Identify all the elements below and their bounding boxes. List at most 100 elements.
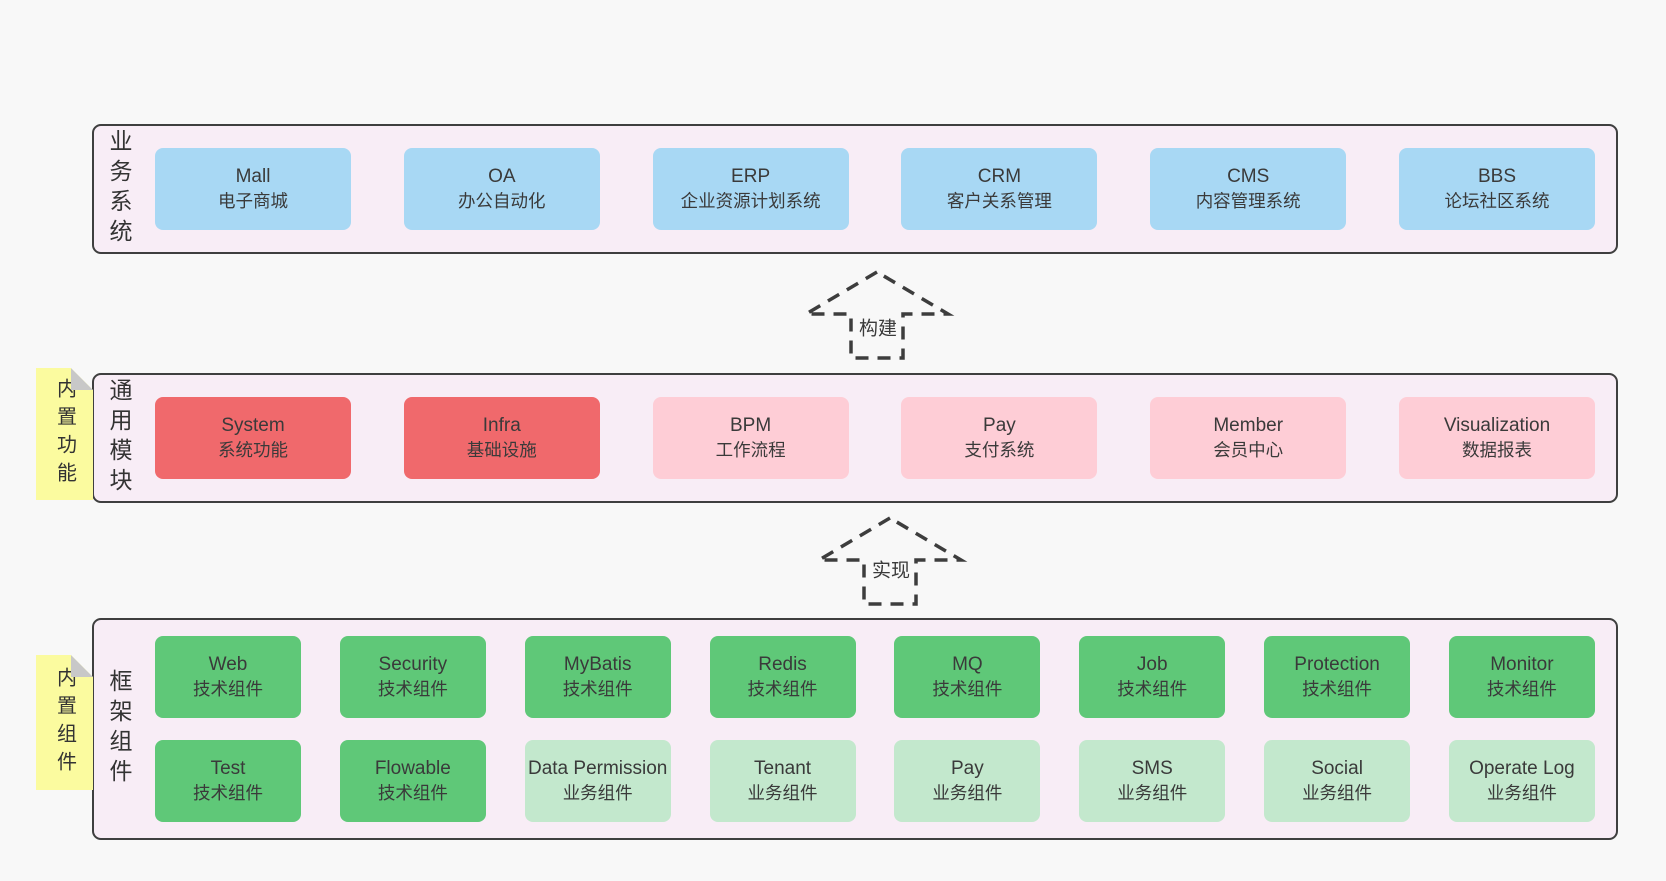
module-box-title: CMS — [1227, 166, 1270, 187]
module-box-system: System 系统功能 — [155, 397, 351, 479]
business-systems-boxes: Mall 电子商城 OA 办公自动化 ERP 企业资源计划系统 CRM 客户关系管理 CMS 内容… — [155, 126, 1595, 252]
layer-label-text: 框架组件 — [106, 669, 132, 789]
module-box-title: Redis — [758, 654, 807, 675]
module-box-job: Job 技术组件 — [1079, 636, 1226, 718]
module-box-subtitle: 技术组件 — [1486, 679, 1557, 699]
module-box-subtitle: 业务组件 — [1486, 783, 1557, 803]
module-box-subtitle: 业务组件 — [747, 783, 818, 803]
module-box-subtitle: 论坛社区系统 — [1444, 191, 1550, 211]
box-row: System 系统功能 Infra 基础设施 BPM 工作流程 Pay 支付系统 Member 会… — [155, 397, 1595, 479]
module-box-title: BBS — [1477, 166, 1516, 187]
module-box-infra: Infra 基础设施 — [403, 397, 600, 479]
module-box-subtitle: 办公自动化 — [458, 191, 546, 211]
module-box-title: Pay — [983, 415, 1016, 436]
module-box-subtitle: 企业资源计划系统 — [680, 191, 821, 211]
layer-common-modules: 通用模块 System 系统功能 Infra 基础设施 BPM 工作流程 Pay 支付系统 Me… — [92, 373, 1618, 503]
module-box-web: Web 技术组件 — [155, 636, 301, 718]
layer-business-systems-label: 业务系统 — [106, 126, 132, 252]
note-fold-corner-icon — [71, 368, 93, 390]
module-box-subtitle: 业务组件 — [1302, 783, 1373, 803]
module-box-mall: Mall 电子商城 — [155, 148, 351, 230]
module-box-mq: MQ 技术组件 — [894, 636, 1041, 718]
module-box-pay: Pay 业务组件 — [894, 740, 1041, 822]
layer-label-text: 业务系统 — [106, 129, 132, 249]
module-box-visualization: Visualization 数据报表 — [1398, 397, 1595, 479]
module-box-subtitle: 数据报表 — [1461, 440, 1532, 460]
module-box-title: Visualization — [1443, 415, 1551, 436]
module-box-subtitle: 技术组件 — [747, 679, 818, 699]
module-box-title: Operate Log — [1469, 758, 1575, 779]
module-box-subtitle: 客户关系管理 — [946, 191, 1052, 211]
module-box-subtitle: 技术组件 — [562, 679, 633, 699]
module-box-title: Security — [378, 654, 448, 675]
layer-common-modules-label: 通用模块 — [106, 375, 132, 501]
module-box-title: SMS — [1131, 758, 1173, 779]
module-box-title: Social — [1311, 758, 1363, 779]
module-box-subtitle: 会员中心 — [1213, 440, 1284, 460]
note-text: 内置组件 — [53, 666, 76, 779]
module-box-title: Tenant — [754, 758, 812, 779]
module-box-monitor: Monitor 技术组件 — [1448, 636, 1595, 718]
module-box-title: System — [221, 415, 285, 436]
module-box-tenant: Tenant 业务组件 — [709, 740, 856, 822]
module-box-title: Test — [210, 758, 246, 779]
module-box-subtitle: 技术组件 — [193, 679, 263, 699]
module-box-title: MQ — [952, 654, 983, 675]
module-box-subtitle: 技术组件 — [932, 679, 1003, 699]
module-box-test: Test 技术组件 — [155, 740, 301, 822]
module-box-title: Flowable — [374, 758, 451, 779]
sticky-note-builtin-components: 内置组件 — [36, 655, 93, 790]
note-text: 内置功能 — [53, 378, 76, 490]
module-box-title: CRM — [977, 166, 1022, 187]
module-box-title: MyBatis — [563, 654, 632, 675]
module-box-bpm: BPM 工作流程 — [652, 397, 849, 479]
module-box-subtitle: 支付系统 — [964, 440, 1035, 460]
module-box-title: OA — [488, 166, 516, 187]
module-box-title: BPM — [730, 415, 772, 436]
module-box-subtitle: 工作流程 — [715, 440, 786, 460]
module-box-pay: Pay 支付系统 — [901, 397, 1098, 479]
module-box-social: Social 业务组件 — [1264, 740, 1411, 822]
module-box-subtitle: 技术组件 — [193, 783, 263, 803]
module-box-subtitle: 电子商城 — [218, 191, 288, 211]
module-box-crm: CRM 客户关系管理 — [901, 148, 1098, 230]
module-box-title: Pay — [951, 758, 984, 779]
module-box-flowable: Flowable 技术组件 — [339, 740, 486, 822]
module-box-subtitle: 系统功能 — [218, 440, 288, 460]
layer-business-systems: 业务系统 Mall 电子商城 OA 办公自动化 ERP 企业资源计划系统 CRM 客户关系管理… — [92, 124, 1618, 254]
module-box-subtitle: 技术组件 — [377, 679, 448, 699]
module-box-bbs: BBS 论坛社区系统 — [1398, 148, 1595, 230]
module-box-title: Mall — [235, 166, 271, 187]
layer-label-text: 通用模块 — [106, 378, 132, 498]
module-box-title: Infra — [482, 415, 521, 436]
module-box-subtitle: 基础设施 — [466, 440, 537, 460]
module-box-title: Monitor — [1490, 654, 1554, 675]
module-box-security: Security 技术组件 — [339, 636, 486, 718]
common-modules-boxes: System 系统功能 Infra 基础设施 BPM 工作流程 Pay 支付系统 Member 会… — [155, 375, 1595, 501]
module-box-title: Data Permission — [527, 758, 668, 779]
module-box-redis: Redis 技术组件 — [709, 636, 856, 718]
note-fold-corner-icon — [71, 655, 93, 677]
module-box-operate-log: Operate Log 业务组件 — [1448, 740, 1595, 822]
module-box-member: Member 会员中心 — [1150, 397, 1347, 479]
module-box-title: Member — [1213, 415, 1284, 436]
module-box-title: Job — [1136, 654, 1168, 675]
module-box-subtitle: 业务组件 — [562, 783, 633, 803]
module-box-protection: Protection 技术组件 — [1264, 636, 1411, 718]
module-box-subtitle: 技术组件 — [1302, 679, 1373, 699]
sticky-note-builtin-features: 内置功能 — [36, 368, 93, 500]
module-box-subtitle: 业务组件 — [932, 783, 1003, 803]
module-box-subtitle: 内容管理系统 — [1195, 191, 1301, 211]
module-box-subtitle: 技术组件 — [1117, 679, 1188, 699]
module-box-erp: ERP 企业资源计划系统 — [652, 148, 849, 230]
module-box-title: Web — [208, 654, 248, 675]
build-arrow-label: 构建 — [855, 313, 901, 341]
module-box-title: Protection — [1294, 654, 1380, 675]
module-box-title: ERP — [731, 166, 771, 187]
module-box-subtitle: 技术组件 — [377, 783, 448, 803]
